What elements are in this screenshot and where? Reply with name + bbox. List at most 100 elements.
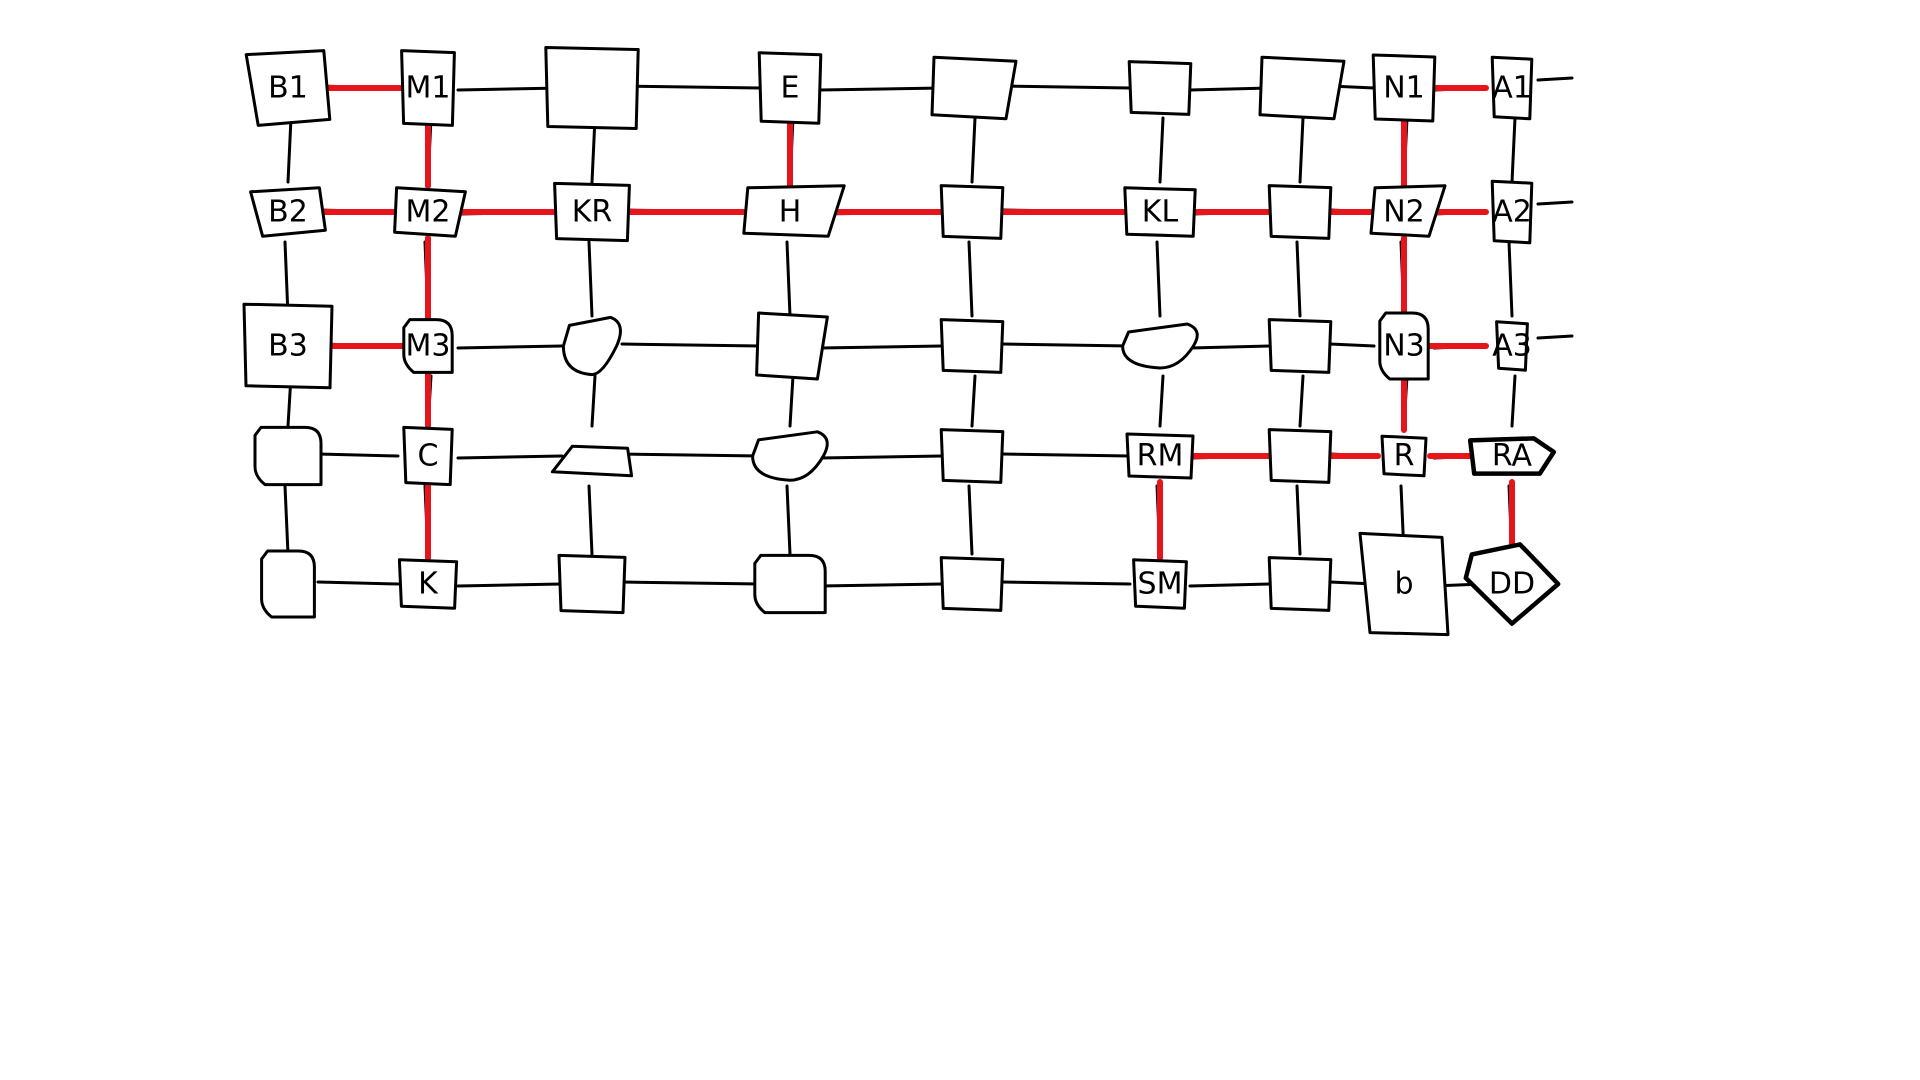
node-label: A3 bbox=[1492, 329, 1532, 364]
grid-node: DD bbox=[1463, 542, 1561, 626]
node-box bbox=[1267, 556, 1333, 612]
node-box bbox=[939, 184, 1005, 240]
grid-node bbox=[939, 556, 1005, 612]
node-box bbox=[402, 318, 454, 374]
connector-horizontal bbox=[818, 454, 944, 460]
node-box bbox=[1490, 179, 1534, 245]
node-box bbox=[544, 46, 640, 130]
grid-node bbox=[253, 425, 323, 487]
connector-vertical bbox=[286, 116, 293, 184]
node-box bbox=[930, 55, 1018, 121]
grid-node: N2 bbox=[1369, 184, 1447, 238]
connector-vertical bbox=[1298, 374, 1305, 428]
node-box bbox=[939, 428, 1005, 484]
connector-horizontal bbox=[1000, 580, 1132, 586]
connector-horizontal bbox=[620, 84, 762, 90]
connector-horizontal bbox=[1000, 452, 1132, 458]
connector-vertical bbox=[967, 240, 974, 318]
connector-vertical bbox=[1507, 240, 1514, 318]
connector-horizontal bbox=[1188, 86, 1272, 92]
node-box bbox=[249, 186, 327, 238]
node-label: A2 bbox=[1492, 195, 1532, 230]
connector-horizontal bbox=[1188, 582, 1272, 588]
connector-vertical bbox=[967, 484, 974, 556]
connector-vertical bbox=[1158, 374, 1165, 428]
node-box bbox=[244, 49, 332, 127]
node-label: KR bbox=[572, 195, 613, 230]
node-box bbox=[393, 186, 467, 238]
grid-node bbox=[755, 311, 829, 381]
node-box bbox=[1127, 60, 1193, 116]
node-label: M2 bbox=[406, 195, 451, 230]
node-box bbox=[561, 315, 622, 377]
node-box bbox=[397, 558, 459, 610]
node-label: RM bbox=[1137, 439, 1184, 474]
node-label: b bbox=[1394, 567, 1413, 602]
grid-node: RA bbox=[1467, 436, 1557, 476]
connector-vertical bbox=[283, 484, 290, 556]
grid-node: N3 bbox=[1378, 311, 1430, 381]
node-label: B3 bbox=[268, 329, 308, 364]
node-box bbox=[1378, 311, 1430, 381]
connector-horizontal bbox=[620, 580, 762, 586]
grid-node: M2 bbox=[393, 186, 467, 238]
grid-node bbox=[1267, 428, 1333, 484]
connector-vertical bbox=[590, 374, 597, 428]
grid-node bbox=[930, 55, 1018, 121]
grid-node bbox=[557, 553, 627, 615]
node-box bbox=[1267, 184, 1333, 240]
node-label: B2 bbox=[268, 195, 308, 230]
connector-vertical bbox=[1158, 116, 1165, 184]
node-box bbox=[242, 302, 334, 390]
node-box bbox=[755, 311, 829, 381]
connector-horizontal bbox=[1328, 342, 1376, 348]
grid-node: A2 bbox=[1490, 179, 1534, 245]
grid-node: H bbox=[742, 184, 846, 238]
node-box bbox=[1258, 55, 1346, 121]
grid-node bbox=[561, 315, 622, 377]
node-label: KL bbox=[1142, 195, 1179, 230]
node-label: M1 bbox=[406, 71, 451, 106]
grid-node bbox=[1267, 556, 1333, 612]
node-box bbox=[753, 553, 827, 615]
connector-vertical bbox=[1155, 240, 1162, 318]
highlighted-path bbox=[311, 85, 1515, 561]
node-label: N3 bbox=[1383, 329, 1425, 364]
connector-horizontal bbox=[1000, 342, 1132, 348]
connector-vertical bbox=[1295, 484, 1302, 556]
node-label: K bbox=[418, 567, 439, 602]
grid-node bbox=[939, 428, 1005, 484]
connector-vertical bbox=[1298, 116, 1305, 184]
node-label: N1 bbox=[1383, 71, 1425, 106]
connector-horizontal bbox=[1000, 84, 1132, 90]
connector-horizontal bbox=[818, 86, 944, 92]
grid-node bbox=[1258, 55, 1346, 121]
grid-node: A3 bbox=[1492, 320, 1532, 372]
node-label: R bbox=[1394, 439, 1415, 474]
connector-horizontal bbox=[818, 344, 944, 350]
grid-node bbox=[1121, 322, 1199, 370]
grid-node: M3 bbox=[402, 318, 454, 374]
connector-stub bbox=[1536, 334, 1574, 340]
node-box bbox=[1369, 184, 1447, 238]
grid-node: KR bbox=[553, 181, 631, 243]
node-box bbox=[1380, 434, 1428, 478]
grid-node bbox=[1267, 318, 1333, 374]
grid-node: C bbox=[402, 425, 454, 487]
node-label: DD bbox=[1489, 567, 1535, 602]
node-box bbox=[402, 425, 454, 487]
grid-node bbox=[753, 553, 827, 615]
connector-horizontal bbox=[456, 86, 564, 92]
grid-node: A1 bbox=[1490, 55, 1534, 121]
connector-horizontal bbox=[818, 582, 944, 588]
grid-node: K bbox=[397, 558, 459, 610]
connector-stub bbox=[1536, 76, 1574, 82]
node-box bbox=[557, 553, 627, 615]
node-box bbox=[757, 51, 823, 125]
node-box bbox=[400, 49, 456, 127]
connector-horizontal bbox=[456, 344, 564, 350]
node-box bbox=[939, 556, 1005, 612]
connector-vertical bbox=[1510, 116, 1517, 184]
